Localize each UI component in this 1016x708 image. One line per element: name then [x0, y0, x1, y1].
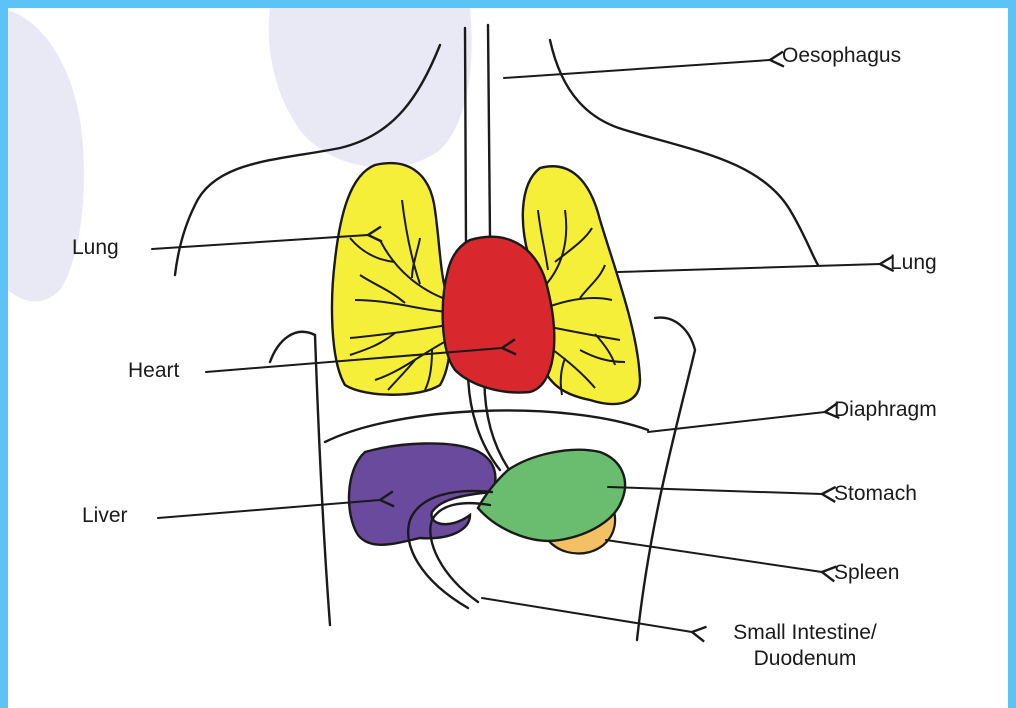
label-small-intestine-line2: Duodenum: [700, 646, 910, 672]
leader-spleen: [606, 540, 822, 572]
leader-oesophagus: [504, 60, 770, 78]
label-spleen: Spleen: [834, 560, 899, 586]
leader-stomach: [608, 487, 822, 494]
armpit-right: [637, 318, 695, 640]
label-lung-right: Lung: [890, 250, 937, 276]
label-small-intestine: Small Intestine/ Duodenum: [700, 620, 910, 672]
leader-diaphragm: [648, 412, 825, 432]
label-diaphragm: Diaphragm: [834, 397, 937, 423]
leader-small-intestine: [482, 598, 692, 632]
label-lung-left: Lung: [72, 235, 119, 261]
armpit-left: [270, 332, 330, 625]
label-oesophagus: Oesophagus: [782, 43, 901, 69]
leader-liver: [158, 500, 380, 518]
background-wash-top: [269, 8, 472, 167]
liver: [349, 443, 495, 544]
leader-lung-right: [618, 264, 880, 272]
label-stomach: Stomach: [834, 481, 917, 507]
label-liver: Liver: [82, 503, 128, 529]
label-heart: Heart: [128, 358, 179, 384]
label-small-intestine-line1: Small Intestine/: [700, 620, 910, 646]
